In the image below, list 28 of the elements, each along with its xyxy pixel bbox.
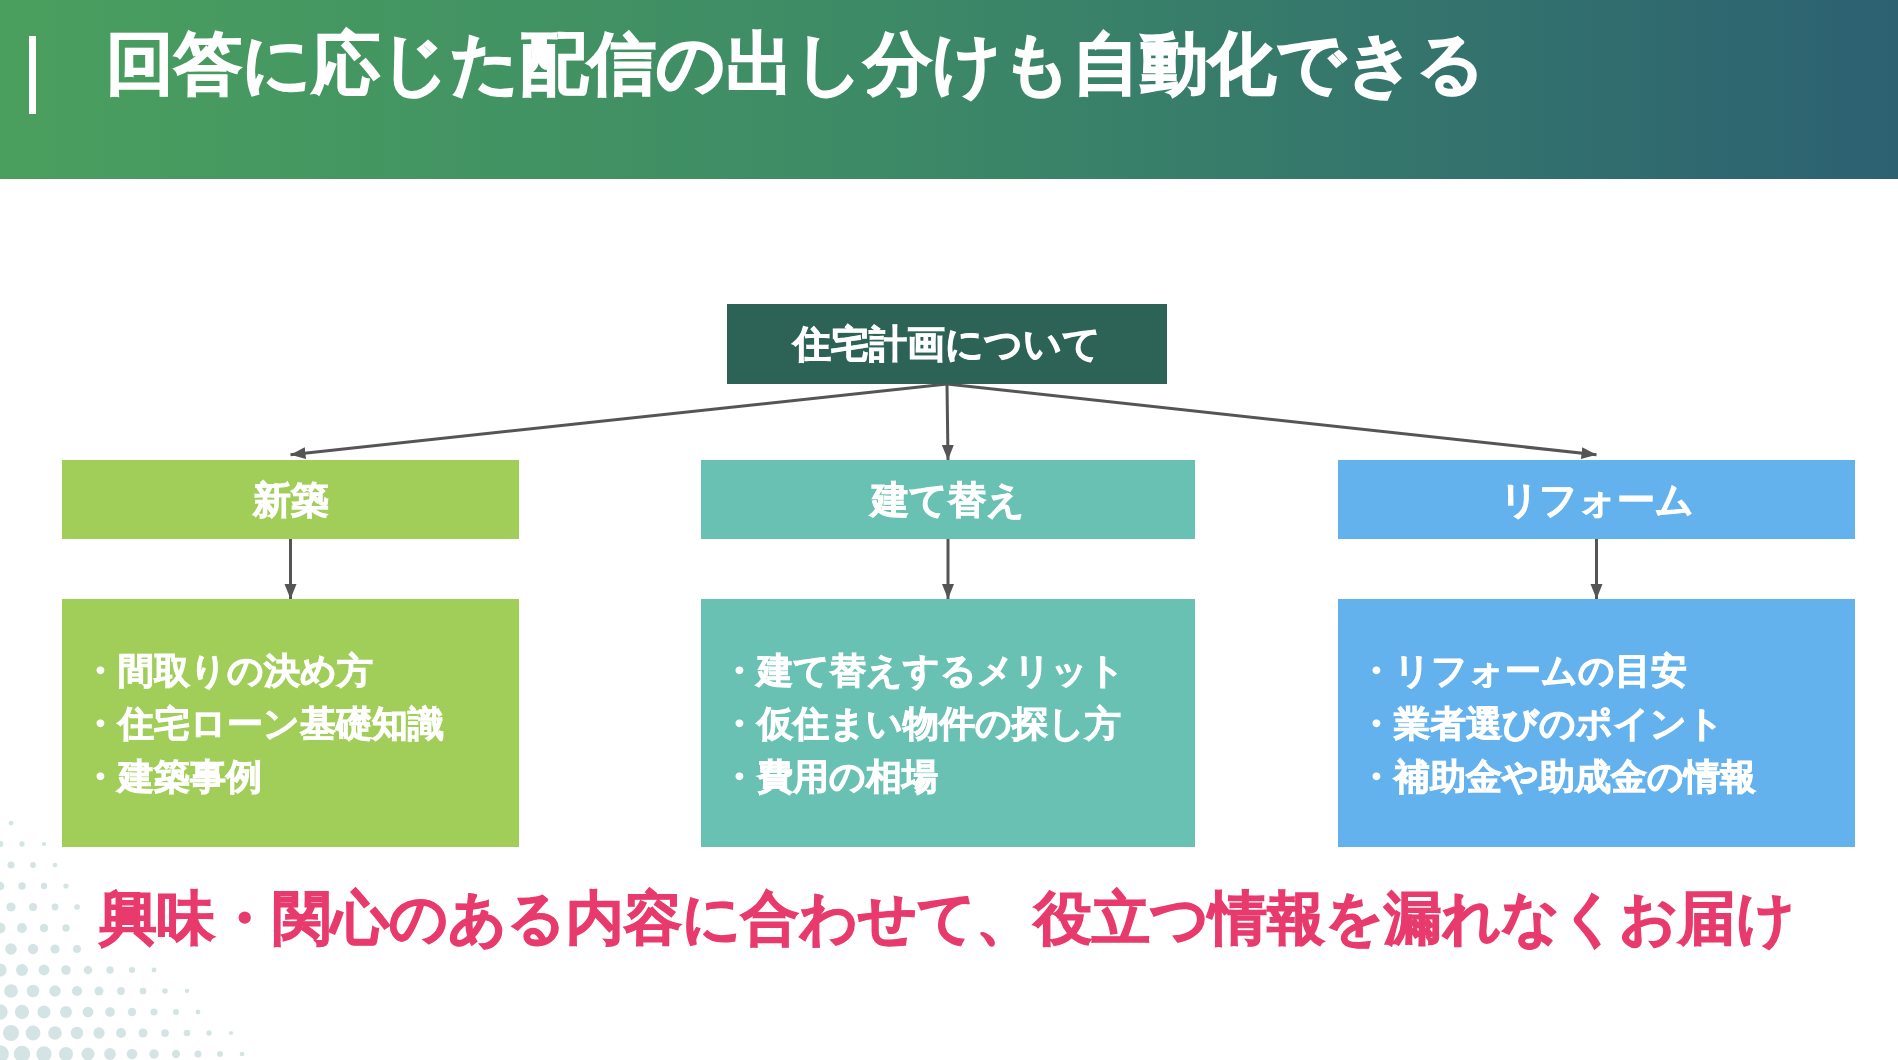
- list-item: ・業者選びのポイント: [1358, 701, 1724, 746]
- list-item: ・リフォームの目安: [1358, 648, 1687, 693]
- category-box: [1338, 460, 1855, 539]
- list-item: ・建築事例: [82, 754, 262, 799]
- list-item: ・住宅ローン基礎知識: [82, 701, 444, 746]
- category-box: [701, 460, 1195, 539]
- arrow: [942, 539, 954, 599]
- arrow: [290, 382, 948, 460]
- category-label: 新築: [252, 477, 329, 523]
- category-label: 建て替え: [871, 477, 1025, 523]
- category-box: [62, 460, 519, 539]
- list-item: ・費用の相場: [721, 754, 938, 799]
- topic-list-box: [701, 599, 1195, 847]
- arrow: [941, 383, 954, 461]
- topic-heading: 住宅計画について: [793, 322, 1101, 367]
- topic-list-box: [1338, 599, 1855, 847]
- list-item: ・仮住まい物件の探し方: [721, 701, 1121, 746]
- arrow: [284, 539, 297, 599]
- list-item: ・補助金や助成金の情報: [1358, 754, 1756, 799]
- topic-list-box: [62, 599, 519, 847]
- arrow: [946, 382, 1597, 460]
- list-item: ・建て替えするメリット: [721, 648, 1125, 693]
- slide-title: 回答に応じた配信の出し分けも自動化できる: [106, 24, 1486, 103]
- arrow: [1590, 539, 1603, 599]
- list-item: ・間取りの決め方: [82, 648, 373, 693]
- tagline: 興味・関心のある内容に合わせて、役立つ情報を漏れなくお届け: [99, 884, 1795, 952]
- category-label: リフォーム: [1499, 477, 1694, 523]
- topic-box: [727, 304, 1167, 384]
